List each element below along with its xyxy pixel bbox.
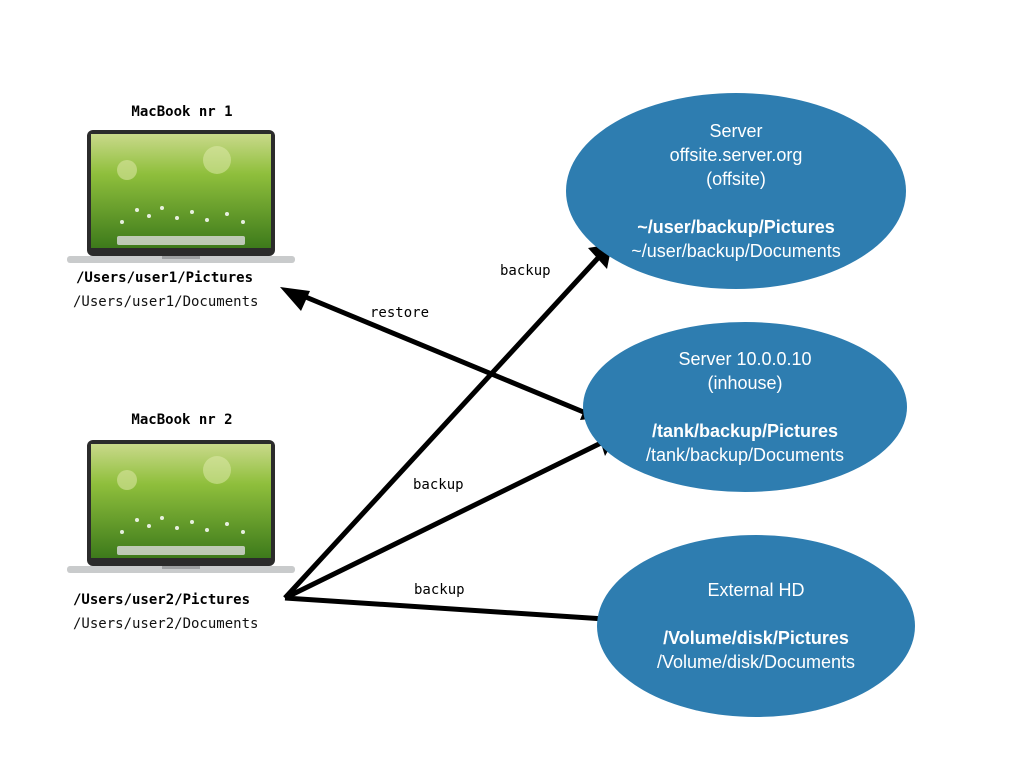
offsite-server-location: (offsite): [706, 169, 766, 189]
macbook1-path: /Users/user1/Documents: [73, 294, 259, 310]
offsite-server-path-bold: ~/user/backup/Pictures: [637, 217, 835, 237]
inhouse-server-name: Server 10.0.0.10: [678, 349, 812, 369]
offsite-server-node: Server offsite.server.org (offsite) ~/us…: [566, 93, 906, 289]
backup-external-label: backup: [414, 582, 465, 598]
external-hd-node: External HD /Volume/disk/Pictures /Volum…: [597, 535, 915, 717]
backup-offsite-arrow: [283, 256, 600, 600]
restore-arrow: [295, 290, 599, 421]
inhouse-server-path-bold: /tank/backup/Pictures: [651, 421, 839, 441]
macbook2-path-bold: /Users/user2/Pictures: [73, 592, 251, 608]
macbook1-title: MacBook nr 1: [131, 104, 233, 120]
macbook2-path: /Users/user2/Documents: [73, 616, 259, 632]
external-hd-name: External HD: [707, 580, 805, 600]
inhouse-server-path: /tank/backup/Documents: [645, 445, 845, 465]
restore-label: restore: [370, 305, 430, 321]
inhouse-server-location: (inhouse): [707, 373, 783, 393]
macbook2-laptop-icon: [67, 440, 295, 573]
macbook1-laptop-icon: [67, 130, 295, 263]
macbook2-title: MacBook nr 2: [131, 412, 233, 428]
backup-inhouse-arrow: [283, 439, 605, 601]
external-hd-path: /Volume/disk/Documents: [656, 652, 856, 672]
backup-offsite-label: backup: [500, 263, 551, 279]
inhouse-server-node: Server 10.0.0.10 (inhouse) /tank/backup/…: [583, 322, 907, 492]
offsite-server-path: ~/user/backup/Documents: [631, 241, 841, 261]
macbook1-path-bold: /Users/user1/Pictures: [76, 270, 254, 286]
restore-arrowhead: [280, 287, 310, 311]
backup-external-arrow: [284, 595, 621, 623]
offsite-server-host: offsite.server.org: [669, 145, 803, 165]
backup-inhouse-label: backup: [413, 477, 464, 493]
external-hd-path-bold: /Volume/disk/Pictures: [663, 628, 849, 648]
offsite-server-name: Server: [709, 121, 763, 141]
